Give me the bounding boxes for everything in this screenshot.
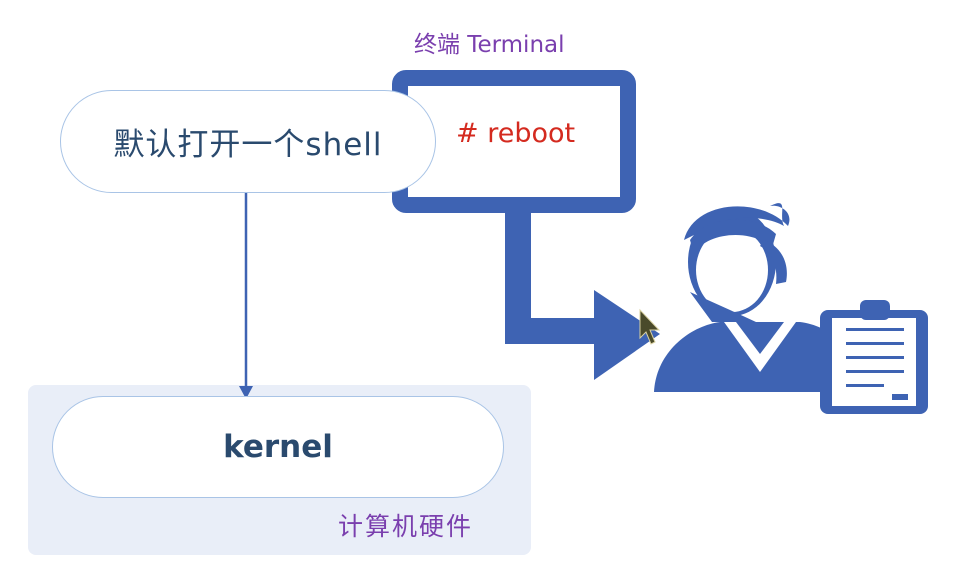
shell-node-label: 默认打开一个shell	[113, 127, 383, 163]
terminal-to-user-connector	[505, 205, 600, 344]
terminal-command: # reboot	[456, 118, 576, 149]
kernel-node-label: kernel	[223, 429, 333, 465]
kernel-node: kernel	[52, 396, 504, 498]
arrow-head	[594, 290, 660, 380]
clipboard-icon	[820, 300, 928, 414]
mouse-cursor-icon	[639, 308, 661, 345]
hardware-label: 计算机硬件	[338, 512, 474, 541]
terminal-title: 终端 Terminal	[414, 32, 565, 58]
kernel-arrow-head	[239, 386, 253, 399]
shell-node: 默认打开一个shell	[60, 90, 436, 193]
user-icon	[654, 203, 866, 392]
